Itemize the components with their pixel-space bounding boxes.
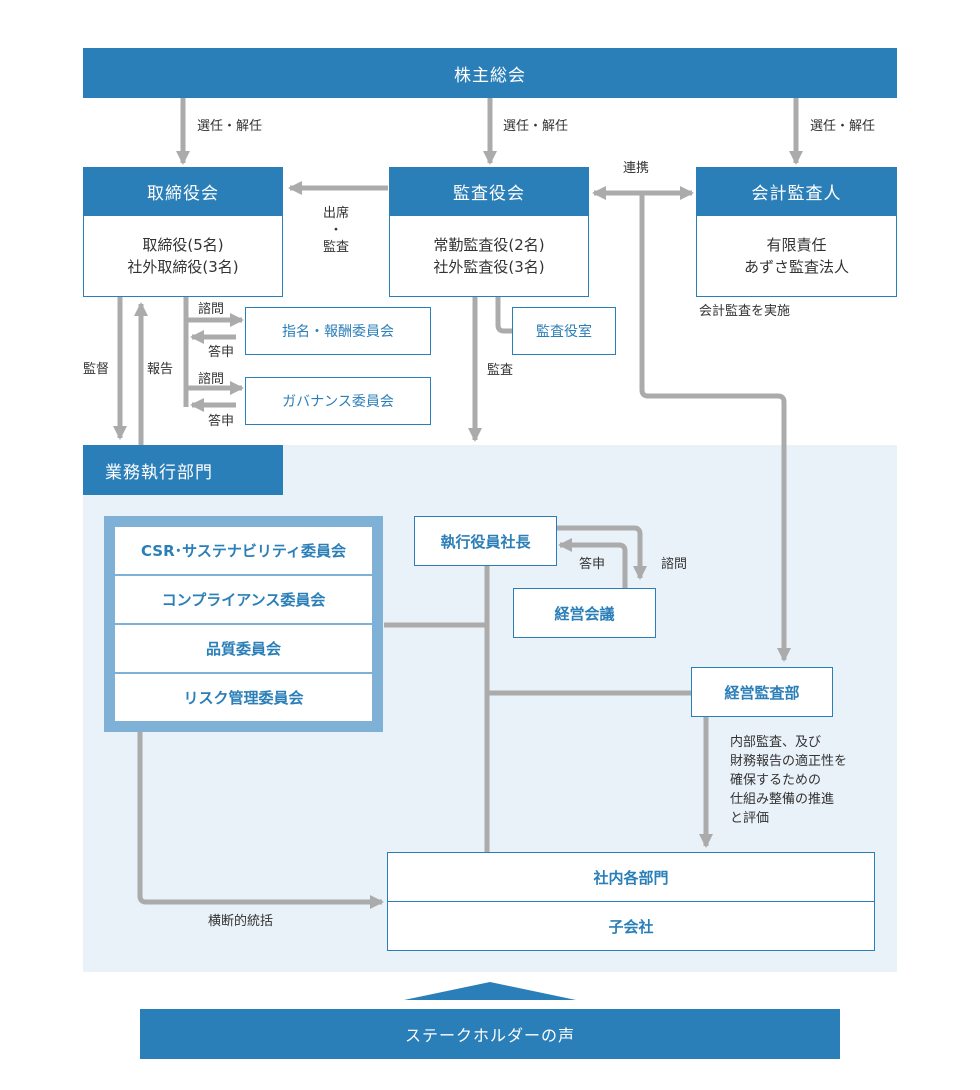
audit-label: 監査: [487, 363, 514, 378]
management-meeting: 経営会議: [513, 588, 656, 638]
consult-label-3: 諮問: [661, 557, 688, 572]
board-title: 取締役会: [83, 167, 283, 215]
shareholders-meeting-label: 株主総会: [454, 65, 526, 86]
supervise-label: 監督: [83, 362, 110, 377]
answer-label-2: 答申: [208, 414, 235, 429]
shareholders-meeting: 株主総会: [83, 48, 897, 98]
auditor-office: 監査役室: [512, 307, 616, 355]
stakeholders-voice: ステークホルダーの声: [140, 1009, 840, 1059]
attend-label: 出席 ・ 監査: [322, 206, 349, 255]
management-audit-note: 内部監査、及び 財務報告の適正性を 確保するための 仕組み整備の推進 と評価: [730, 735, 848, 826]
accounting-line-1: 有限責任: [766, 236, 827, 254]
governance-committee: ガバナンス委員会: [245, 377, 431, 425]
elect-label-accounting: 選任・解任: [810, 119, 876, 134]
consult-label-1: 諮問: [198, 302, 225, 317]
management-audit-dept: 経営監査部: [691, 667, 833, 717]
execution-dept: 業務執行部門: [83, 445, 283, 495]
answer-label-3: 答申: [579, 557, 606, 572]
auditors-line-2: 社外監査役(3名): [433, 258, 545, 276]
answer-label-1: 答申: [208, 345, 235, 360]
quality-committee: 品質委員会: [115, 625, 372, 672]
report-label: 報告: [147, 362, 174, 377]
risk-committee: リスク管理委員会: [115, 674, 372, 721]
cross-governance-label: 横断的統括: [208, 914, 274, 929]
accounting-line-2: あずさ監査法人: [743, 258, 849, 276]
board-body: 取締役(5名) 社外取締役(3名): [83, 215, 283, 297]
internal-departments: 社内各部門: [387, 852, 875, 902]
elect-label-auditors: 選任・解任: [503, 119, 569, 134]
link-label: 連携: [623, 161, 650, 176]
accounting-title: 会計監査人: [696, 167, 897, 215]
auditors-title: 監査役会: [389, 167, 589, 215]
compliance-committee: コンプライアンス委員会: [115, 576, 372, 623]
subsidiaries: 子会社: [387, 901, 875, 951]
board-line-2: 社外取締役(3名): [127, 258, 239, 276]
elect-label-board: 選任・解任: [197, 119, 263, 134]
accounting-note: 会計監査を実施: [699, 304, 791, 319]
consult-label-2: 諮問: [198, 372, 225, 387]
accounting-body: 有限責任 あずさ監査法人: [696, 215, 897, 297]
president: 執行役員社長: [414, 516, 557, 566]
board-line-1: 取締役(5名): [142, 236, 224, 254]
csr-sustainability-committee: CSR･サステナビリティ委員会: [115, 527, 372, 574]
nomination-committee: 指名・報酬委員会: [245, 307, 431, 355]
auditors-line-1: 常勤監査役(2名): [433, 236, 545, 254]
auditors-body: 常勤監査役(2名) 社外監査役(3名): [389, 215, 589, 297]
